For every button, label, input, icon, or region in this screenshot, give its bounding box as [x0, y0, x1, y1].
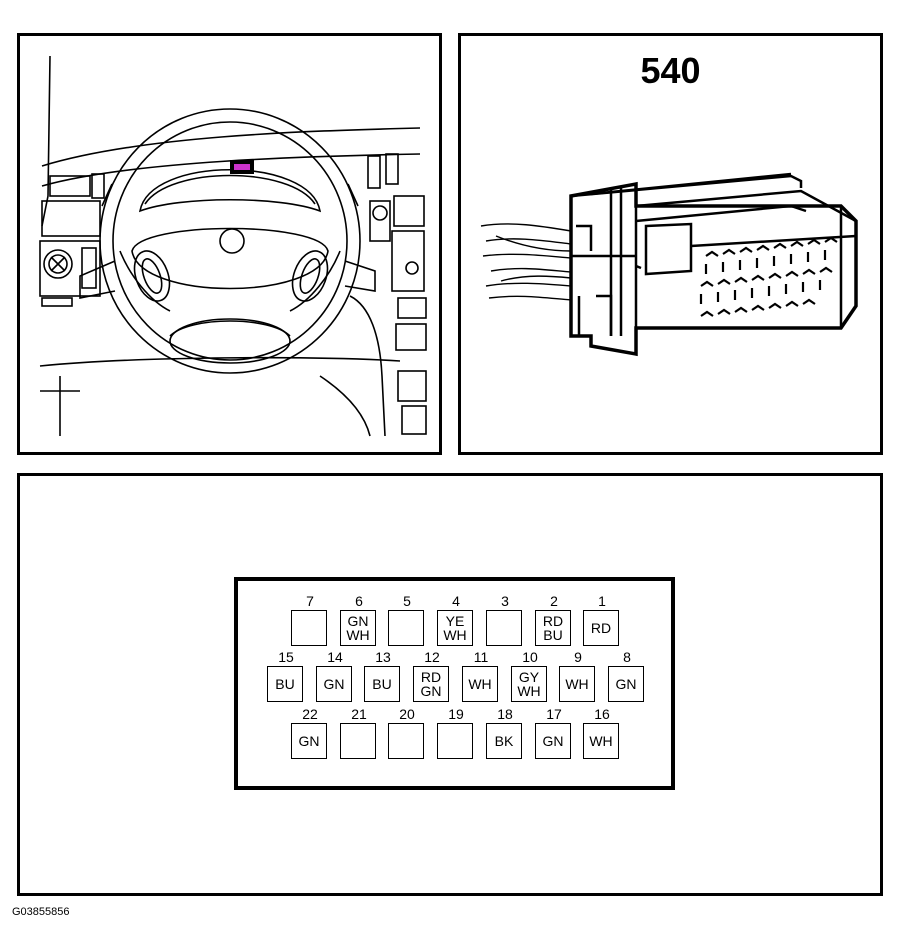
wire-color-code: BU — [372, 676, 392, 692]
pin-number: 1 — [598, 593, 606, 609]
pin-number: 2 — [550, 593, 558, 609]
pin-number: 21 — [351, 706, 367, 722]
wire-color-code: BK — [494, 733, 514, 749]
pin-number: 12 — [424, 649, 440, 665]
pin-number: 11 — [473, 649, 489, 665]
wire-color-code: WH — [443, 627, 467, 643]
pin-number: 16 — [594, 706, 610, 722]
wire-color-code: WH — [468, 676, 492, 692]
wire-color-code: GN — [347, 613, 369, 629]
wire-color-code: GN — [615, 676, 637, 692]
wire-color-code: WH — [565, 676, 589, 692]
pin-cavity: BK — [486, 723, 522, 759]
wire-color-code: RD — [420, 669, 442, 685]
indicator-location-marker — [234, 164, 250, 170]
pin-7: 7 — [291, 594, 329, 650]
wire-color-code: WH — [589, 733, 613, 749]
pin-number: 19 — [448, 706, 464, 722]
pin-number: 10 — [522, 649, 538, 665]
pin-cavity: RD — [583, 610, 619, 646]
pin-number: 3 — [501, 593, 509, 609]
pin-number: 15 — [278, 649, 294, 665]
wire-color-code: BU — [543, 627, 563, 643]
pin-number: 5 — [403, 593, 411, 609]
pinout-panel — [17, 473, 883, 896]
pin-cavity: WH — [583, 723, 619, 759]
pin-number: 6 — [355, 593, 363, 609]
connector-view-panel: 540 — [458, 33, 883, 455]
pin-cavity: GN — [291, 723, 327, 759]
pin-number: 7 — [306, 593, 314, 609]
pin-cavity — [388, 610, 424, 646]
connector-id-label: 540 — [640, 50, 701, 91]
pin-cavity — [291, 610, 327, 646]
pin-20: 20 — [388, 707, 426, 763]
wire-color-code: GN — [323, 676, 345, 692]
wire-color-code: GN — [420, 683, 442, 699]
wire-color-code: WH — [346, 627, 370, 643]
pin-19: 19 — [437, 707, 475, 763]
wire-color-code: RD — [590, 620, 612, 636]
pin-cavity: GN — [316, 666, 352, 702]
pin-cavity: GN — [608, 666, 644, 702]
pin-cavity — [388, 723, 424, 759]
connector-face-outline — [234, 577, 675, 790]
wire-color-code: WH — [517, 683, 541, 699]
wire-color-code: GY — [518, 669, 540, 685]
pin-cavity: BU — [267, 666, 303, 702]
pin-21: 21 — [340, 707, 378, 763]
wire-color-code: YE — [445, 613, 465, 629]
pin-cavity: WH — [462, 666, 498, 702]
pin-cavity: BU — [364, 666, 400, 702]
connector-illustration — [480, 172, 858, 357]
wire-color-code: GN — [542, 733, 564, 749]
pin-number: 9 — [574, 649, 582, 665]
pin-number: 17 — [546, 706, 562, 722]
pin-number: 18 — [497, 706, 513, 722]
pin-cavity: GN — [535, 723, 571, 759]
pin-cavity — [340, 723, 376, 759]
wire-color-code: RD — [542, 613, 564, 629]
wire-color-code: BU — [275, 676, 295, 692]
pin-number: 14 — [327, 649, 343, 665]
dashboard-illustration — [39, 55, 427, 437]
pin-number: 4 — [452, 593, 460, 609]
pin-number: 8 — [623, 649, 631, 665]
pin-number: 22 — [302, 706, 318, 722]
pin-cavity — [437, 723, 473, 759]
pin-cavity — [486, 610, 522, 646]
figure-id: G03855856 — [12, 906, 70, 918]
wire-color-code: GN — [298, 733, 320, 749]
pin-3: 3 — [486, 594, 524, 650]
pin-cavity: WH — [559, 666, 595, 702]
pin-5: 5 — [388, 594, 426, 650]
location-view-panel — [17, 33, 442, 455]
pin-number: 20 — [399, 706, 415, 722]
pin-number: 13 — [375, 649, 391, 665]
